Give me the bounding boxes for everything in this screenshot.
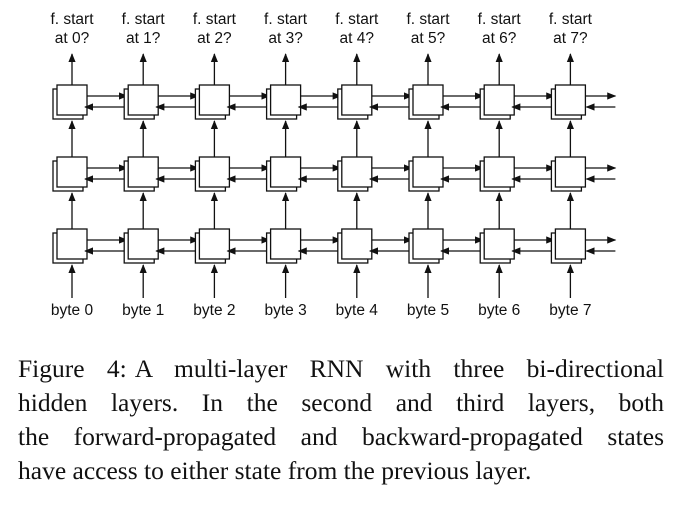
output-label-line: at 2? [197, 30, 232, 47]
forward-cell [56, 228, 88, 260]
forward-cell [483, 84, 515, 116]
forward-cell [198, 84, 231, 116]
forward-cell [341, 228, 373, 260]
output-label-line: at 6? [482, 30, 517, 47]
output-label-line: f. start [193, 11, 237, 28]
forward-cell [483, 228, 515, 260]
forward-cell [56, 84, 88, 116]
output-label-line: f. start [478, 11, 522, 28]
output-label-line: at 7? [553, 30, 588, 47]
forward-cell [412, 228, 444, 260]
output-label: f. start at 2? [193, 11, 237, 47]
output-label-line: f. start [549, 11, 593, 28]
output-label-line: at 0? [55, 30, 90, 47]
caption-line: have access to either state from the pre… [18, 456, 532, 485]
output-label-line: at 1? [126, 30, 161, 47]
output-label-line: f. start [335, 11, 379, 28]
forward-cell [127, 156, 159, 188]
output-label-line: at 5? [411, 30, 446, 47]
caption-label: Figure 4: [18, 354, 127, 383]
forward-cell [341, 156, 373, 188]
forward-cell [198, 156, 231, 188]
forward-cell [198, 228, 231, 260]
rnn-layers [52, 53, 617, 298]
forward-cell [341, 84, 373, 116]
forward-cell [412, 156, 444, 188]
caption-line: hidden layers. In the second and third l… [18, 388, 664, 417]
forward-cell [269, 228, 302, 260]
output-label: f. start at 7? [549, 11, 593, 47]
forward-cell [269, 84, 302, 116]
output-label: f. start at 5? [406, 11, 450, 47]
input-label: byte 3 [264, 302, 306, 319]
output-label: f. start at 4? [335, 11, 379, 47]
caption-text: A multi-layer RNN with three bi-directio… [134, 354, 664, 383]
output-label-line: at 4? [340, 30, 375, 47]
forward-cell [483, 156, 515, 188]
input-label: byte 4 [336, 302, 379, 319]
input-label: byte 6 [478, 302, 520, 319]
output-label-line: f. start [122, 11, 166, 28]
input-labels: byte 0 byte 1 byte 2 byte 3 byte 4 byte 5 byte… [51, 302, 592, 319]
forward-cell [56, 156, 88, 188]
input-label: byte 5 [407, 302, 449, 319]
output-label-line: f. start [264, 11, 308, 28]
forward-cell [554, 84, 587, 116]
output-label-line: f. start [50, 11, 94, 28]
caption-line: the forward-propagated and backward-prop… [18, 422, 664, 451]
output-label: f. start at 6? [478, 11, 522, 47]
output-label-line: at 3? [268, 30, 303, 47]
input-label: byte 1 [122, 302, 164, 319]
forward-cell [127, 228, 159, 260]
forward-cell [127, 84, 159, 116]
output-label: f. start at 1? [122, 11, 166, 47]
forward-cell [554, 228, 587, 260]
output-label: f. start at 0? [50, 11, 94, 47]
caption-line: Figure 4:A multi-layer RNN with three bi… [18, 352, 664, 386]
forward-cell [269, 156, 302, 188]
input-label: byte 7 [549, 302, 591, 319]
forward-cell [554, 156, 587, 188]
output-label: f. start at 3? [264, 11, 308, 47]
figure-caption: Figure 4:A multi-layer RNN with three bi… [18, 352, 664, 488]
input-label: byte 0 [51, 302, 94, 319]
input-label: byte 2 [193, 302, 235, 319]
output-label-line: f. start [406, 11, 450, 28]
forward-cell [412, 84, 444, 116]
